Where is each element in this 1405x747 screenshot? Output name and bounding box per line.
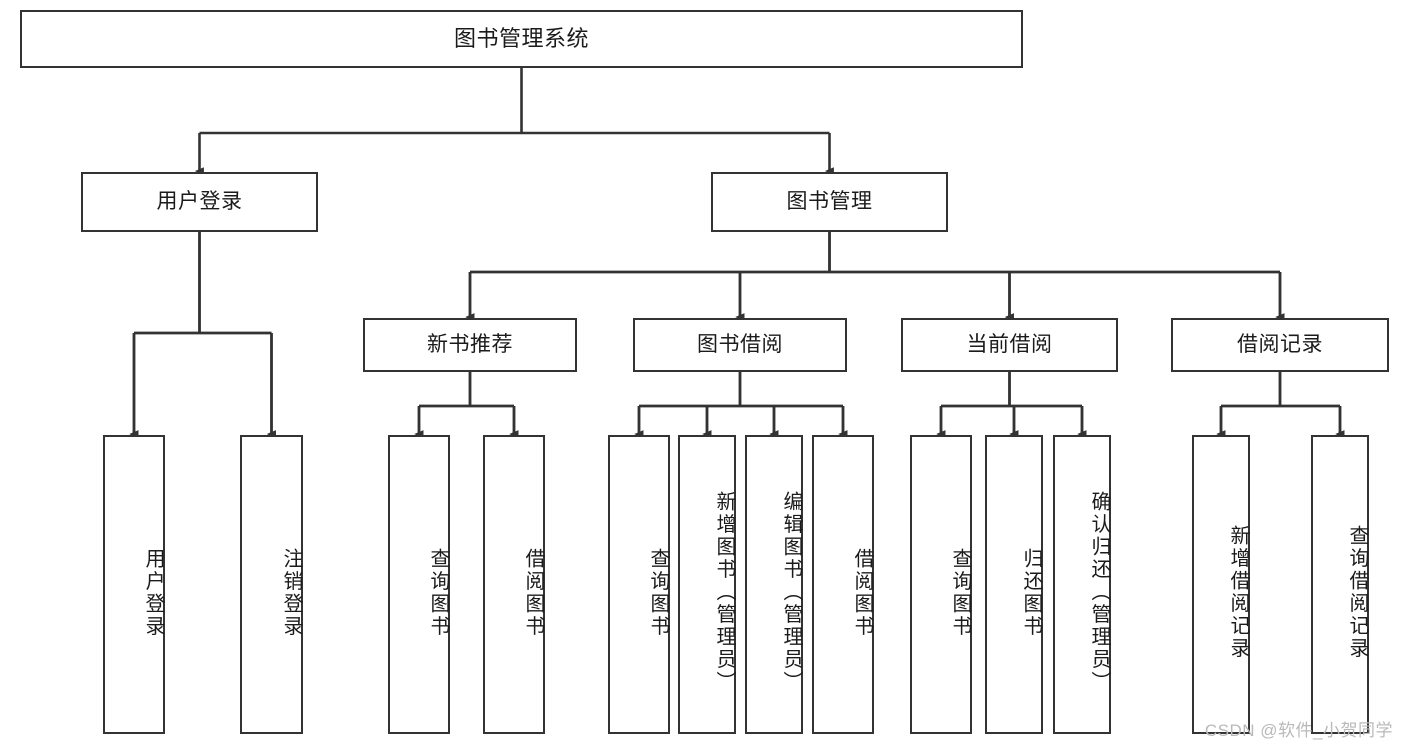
node-label: 借阅图书 (851, 547, 873, 638)
node-label: 新书推荐 (427, 332, 513, 356)
node-label: 用户登录 (142, 547, 164, 638)
node-recommend-borrow-book[interactable]: 借阅图书 (483, 435, 545, 734)
csdn-watermark: CSDN @软件_小贺同学 (1204, 721, 1393, 740)
node-borrow-add-book-admin[interactable]: 新增图书（管理员） (678, 435, 736, 734)
node-root-book-management-system[interactable]: 图书管理系统 (20, 10, 1023, 68)
node-current-return-book[interactable]: 归还图书 (985, 435, 1043, 734)
node-book-management[interactable]: 图书管理 (711, 172, 948, 232)
node-label: 注销登录 (280, 547, 302, 638)
node-book-borrow[interactable]: 图书借阅 (633, 318, 847, 372)
node-label: 借阅记录 (1237, 332, 1323, 356)
node-recommend-query-book[interactable]: 查询图书 (388, 435, 450, 734)
node-new-book-recommend[interactable]: 新书推荐 (363, 318, 577, 372)
node-user-login-action[interactable]: 用户登录 (103, 435, 165, 734)
node-label: 查询图书 (427, 547, 449, 638)
node-record-add[interactable]: 新增借阅记录 (1192, 435, 1250, 734)
node-record-query[interactable]: 查询借阅记录 (1311, 435, 1369, 734)
node-label: 用户登录 (156, 189, 243, 213)
node-label: 新增借阅记录 (1227, 525, 1249, 660)
node-label: 当前借阅 (966, 332, 1053, 356)
node-label: 图书借阅 (697, 332, 783, 356)
node-borrow-query-book[interactable]: 查询图书 (608, 435, 670, 734)
node-user-login[interactable]: 用户登录 (81, 172, 318, 232)
node-borrow-borrow-book[interactable]: 借阅图书 (812, 435, 874, 734)
node-label: 图书管理系统 (453, 26, 589, 52)
node-label: 新增图书（管理员） (713, 491, 735, 694)
node-borrow-record[interactable]: 借阅记录 (1171, 318, 1389, 372)
node-current-query-book[interactable]: 查询图书 (910, 435, 972, 734)
node-label: 图书管理 (786, 189, 873, 213)
node-label: 查询图书 (949, 547, 971, 638)
node-label: 借阅图书 (522, 547, 544, 638)
node-label: 查询图书 (647, 547, 669, 638)
node-label: 查询借阅记录 (1346, 525, 1368, 660)
connector-edges (129, 68, 1345, 439)
node-label: 归还图书 (1020, 547, 1042, 638)
node-label: 确认归还（管理员） (1088, 491, 1110, 694)
node-current-confirm-return-admin[interactable]: 确认归还（管理员） (1053, 435, 1111, 734)
node-borrow-edit-book-admin[interactable]: 编辑图书（管理员） (745, 435, 803, 734)
node-current-borrow[interactable]: 当前借阅 (901, 318, 1118, 372)
node-label: 编辑图书（管理员） (780, 491, 802, 694)
node-user-logout-action[interactable]: 注销登录 (240, 435, 303, 734)
